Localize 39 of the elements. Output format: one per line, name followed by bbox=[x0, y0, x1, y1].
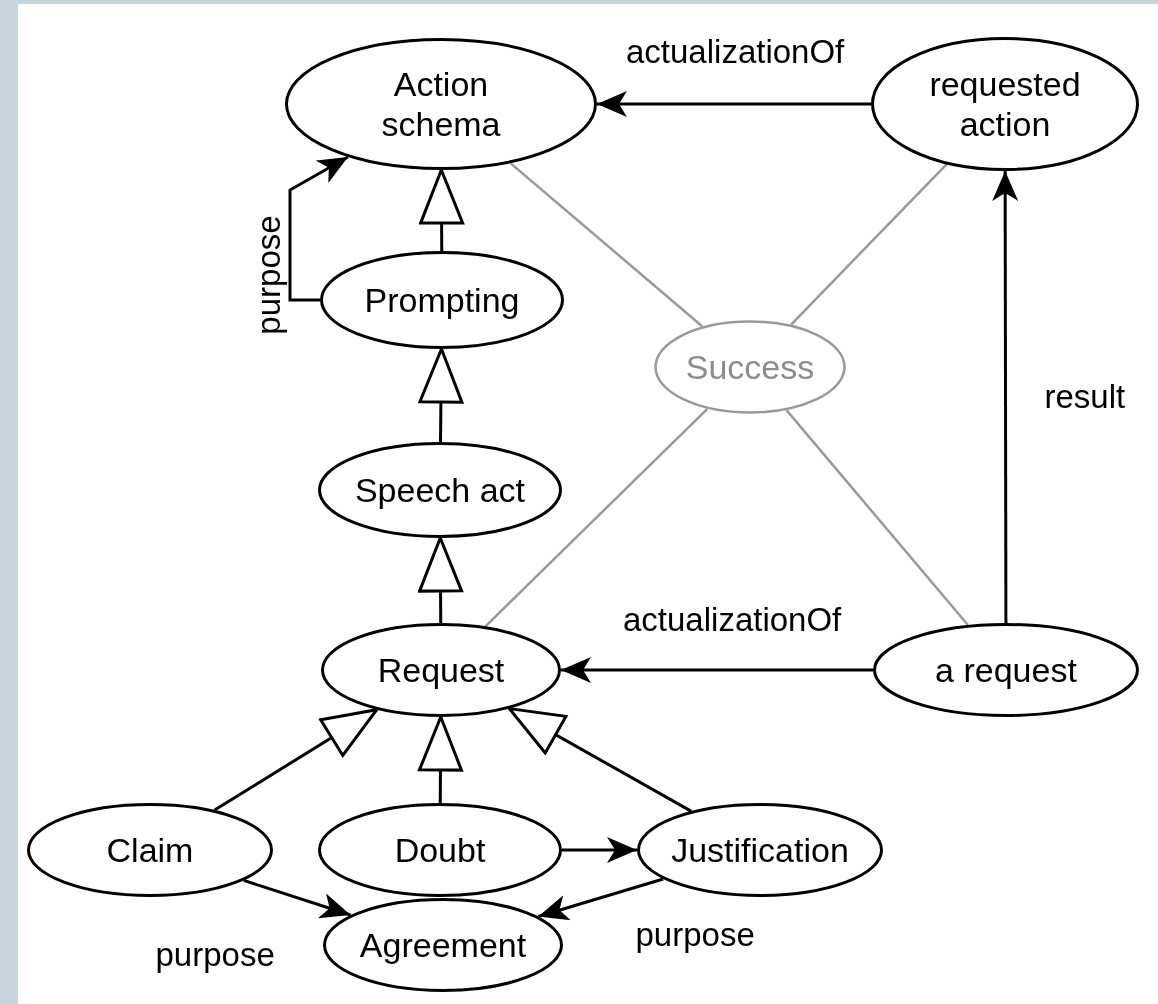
connector-line bbox=[790, 163, 948, 326]
node-label: Prompting bbox=[364, 280, 520, 320]
connector-line bbox=[785, 409, 969, 626]
node-label: Success bbox=[685, 347, 815, 387]
concept-ellipse bbox=[323, 898, 563, 992]
node-label: Request bbox=[377, 650, 505, 690]
node-label: Doubt bbox=[394, 830, 486, 870]
generalization-arrow bbox=[417, 715, 463, 803]
arrow bbox=[243, 879, 352, 919]
node-label: requested action bbox=[928, 64, 1082, 144]
node-label: Speech act bbox=[354, 470, 526, 510]
arrow bbox=[288, 155, 349, 302]
arrow bbox=[597, 91, 871, 117]
arrow bbox=[992, 171, 1019, 623]
concept-ellipse bbox=[285, 38, 597, 170]
connector-line bbox=[484, 408, 708, 628]
node-label: Claim bbox=[106, 830, 194, 870]
generalization-arrow bbox=[418, 347, 464, 442]
node-label: Agreement bbox=[359, 925, 527, 965]
concept-ellipse bbox=[318, 442, 562, 538]
concept-ellipse bbox=[871, 37, 1139, 171]
concept-ellipse bbox=[321, 623, 561, 717]
generalization-arrow bbox=[418, 536, 464, 623]
node-label: Justification bbox=[671, 830, 849, 870]
node-label: a request bbox=[935, 650, 1077, 690]
connector-line bbox=[509, 162, 703, 328]
arrow bbox=[562, 837, 637, 863]
concept-ellipse bbox=[318, 803, 562, 897]
generalization-arrow bbox=[507, 707, 692, 813]
arrow bbox=[537, 877, 664, 921]
node-label: Action schema bbox=[380, 64, 502, 144]
concept-ellipse bbox=[27, 803, 273, 897]
concept-ellipse bbox=[873, 623, 1139, 717]
concept-ellipse bbox=[637, 803, 883, 897]
generalization-arrow bbox=[419, 168, 465, 251]
generalization-arrow bbox=[213, 708, 379, 812]
concept-ellipse bbox=[654, 320, 846, 414]
concept-ellipse bbox=[320, 251, 564, 349]
arrow bbox=[561, 657, 873, 683]
